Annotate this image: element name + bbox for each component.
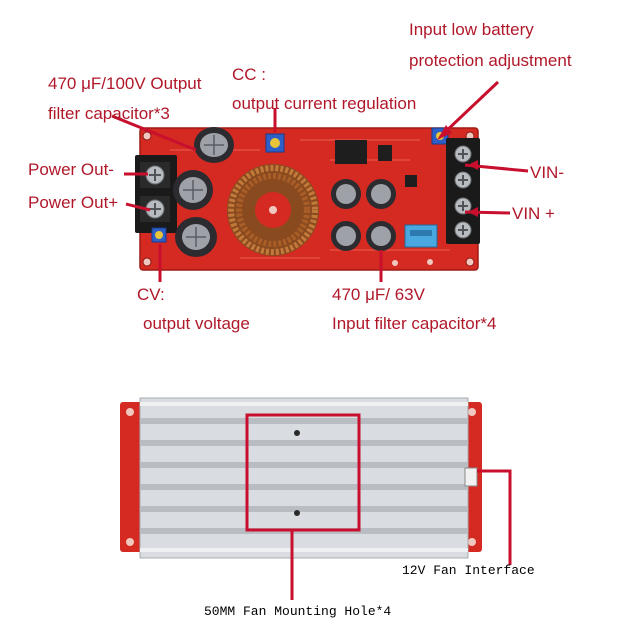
ic-chips (335, 140, 417, 187)
power-out-pos-pointer (125, 202, 151, 212)
output-cap-pointer (111, 114, 197, 152)
vin-pos-label: VIN + (512, 204, 555, 223)
power-out-neg-label: Power Out- (28, 160, 114, 179)
fan-connector-top (404, 224, 438, 248)
power-out-pos-label: Power Out+ (28, 193, 119, 212)
output-capacitors (173, 127, 234, 257)
aluminum-heatsink (139, 397, 478, 559)
fan-holes-label: 50MM Fan Mounting Hole*4 (204, 604, 392, 619)
cc-potentiometer (265, 133, 285, 153)
toroidal-inductor (227, 164, 319, 256)
annotation-arrowheads (437, 125, 478, 217)
cv-potentiometer (151, 227, 167, 243)
input-cap-label-line2: Input filter capacitor*4 (332, 314, 497, 333)
vin-neg-label: VIN- (530, 163, 564, 182)
cv-label-line2: output voltage (143, 314, 250, 333)
input-cap-label-line1: 470 μF/ 63V (332, 285, 425, 304)
cc-label-line1: CC : (232, 65, 266, 84)
fan-mount-outline (245, 413, 361, 532)
input-low-label-line2: protection adjustment (409, 51, 572, 70)
output-cap-label-line2: filter capacitor*3 (48, 104, 170, 123)
output-cap-label-line1: 470 μF/100V Output (48, 74, 202, 93)
cv-label-line1: CV: (137, 285, 165, 304)
input-capacitors (331, 179, 396, 251)
input-terminal-block (446, 138, 480, 244)
input-low-label-line1: Input low battery (409, 20, 534, 39)
output-terminal-block (135, 155, 177, 233)
fan-interface-label: 12V Fan Interface (402, 563, 535, 578)
low-battery-pointer (441, 80, 500, 136)
fan-interface-pointer (477, 469, 512, 565)
cc-label-line2: output current regulation (232, 94, 417, 113)
